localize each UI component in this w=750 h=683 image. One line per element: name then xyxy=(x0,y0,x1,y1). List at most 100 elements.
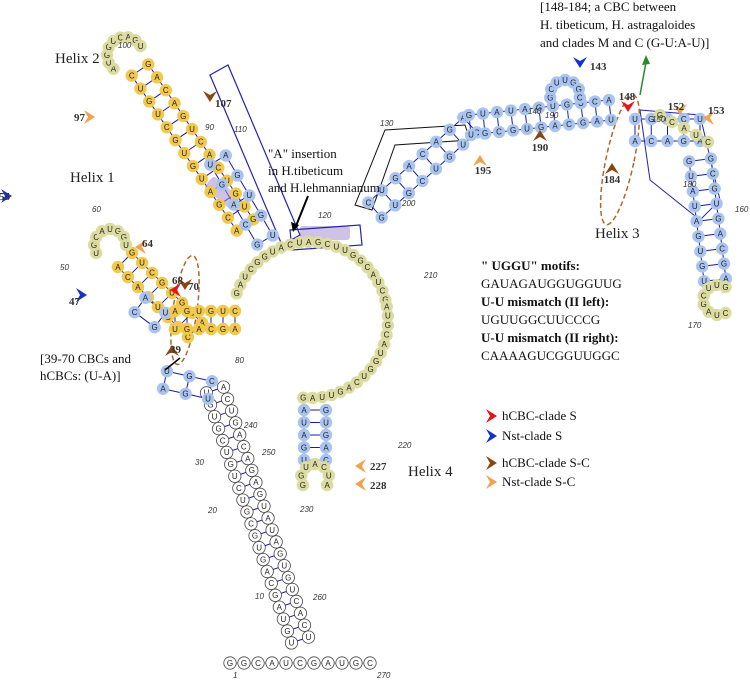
nucleotide: C xyxy=(204,322,218,336)
svg-text:A: A xyxy=(172,307,178,316)
svg-text:C: C xyxy=(93,233,99,242)
nucleotide: G xyxy=(311,236,325,249)
nucleotide: C xyxy=(251,656,265,670)
nucleotide: U xyxy=(207,410,222,424)
svg-text:G: G xyxy=(323,431,329,440)
nucleotide: G xyxy=(180,322,194,336)
nucleotide: G xyxy=(381,319,395,332)
svg-text:U: U xyxy=(329,391,335,400)
svg-text:G: G xyxy=(104,51,110,60)
svg-text:A: A xyxy=(606,96,612,105)
nucleotide: G xyxy=(389,172,402,185)
motif-1-seq: GAUAGAUGGUGGUUG xyxy=(481,276,622,291)
svg-text:C: C xyxy=(681,115,687,124)
nucleotide: U xyxy=(216,304,230,318)
nucleotide: A xyxy=(272,600,286,614)
svg-text:C: C xyxy=(243,220,249,229)
nucleotide: U xyxy=(319,416,333,429)
nucleotide: G xyxy=(349,656,363,670)
svg-text:U: U xyxy=(232,472,238,481)
svg-text:U: U xyxy=(138,84,144,93)
nucleotide: A xyxy=(111,260,125,274)
svg-text:G: G xyxy=(406,189,412,198)
nucleotide: C xyxy=(706,167,719,180)
svg-text:A: A xyxy=(245,454,251,463)
svg-text:G: G xyxy=(182,390,188,399)
insertion-note-line-2: in H.tibeticum xyxy=(268,163,343,178)
legend-arrow xyxy=(486,429,497,443)
nucleotide: G xyxy=(717,257,731,270)
marker-184 xyxy=(605,163,619,174)
nucleotide: A xyxy=(319,441,333,454)
nucleotide: A xyxy=(380,300,394,313)
nucleotide: G xyxy=(231,169,244,182)
svg-text:C: C xyxy=(209,377,215,386)
svg-text:G: G xyxy=(234,171,240,180)
svg-text:G: G xyxy=(510,126,516,135)
nucleotide: G xyxy=(443,150,456,163)
svg-text:A: A xyxy=(238,281,244,290)
nucleotide: U xyxy=(688,200,701,213)
svg-text:G: G xyxy=(262,252,268,261)
svg-text:G: G xyxy=(146,97,152,106)
nucleotide: U xyxy=(135,256,149,270)
svg-text:U: U xyxy=(207,160,213,169)
svg-text:U: U xyxy=(480,109,486,118)
marker-68 xyxy=(170,283,181,297)
svg-text:G: G xyxy=(208,307,214,316)
svg-text:U: U xyxy=(508,106,514,115)
nucleotide: G xyxy=(682,155,696,168)
svg-text:A: A xyxy=(594,117,600,126)
svg-text:C: C xyxy=(323,456,329,465)
svg-text:A: A xyxy=(273,538,279,547)
svg-text:U: U xyxy=(323,418,329,427)
marker-label: 97 xyxy=(74,112,86,124)
svg-text:G: G xyxy=(580,119,586,128)
svg-text:U: U xyxy=(224,176,230,185)
marker-label: 39 xyxy=(170,344,182,356)
marker-39 xyxy=(165,345,179,356)
svg-text:U: U xyxy=(706,284,712,293)
nucleotide: G xyxy=(297,441,311,454)
marker-label: 47 xyxy=(69,296,81,308)
svg-text:U: U xyxy=(714,311,720,320)
nucleotide: G xyxy=(254,209,268,222)
nucleotide: G xyxy=(443,123,456,136)
svg-text:G: G xyxy=(379,213,385,222)
marker-190 xyxy=(533,130,547,141)
marker-label: 152 xyxy=(668,101,685,113)
svg-text:U: U xyxy=(106,58,112,67)
nucleotide: G xyxy=(180,304,194,318)
variant-markers xyxy=(1,57,714,491)
nucleotide: A xyxy=(714,227,727,240)
svg-text:G: G xyxy=(353,659,359,668)
position-number: 130 xyxy=(380,119,394,128)
position-number: 110 xyxy=(234,125,247,134)
svg-text:G: G xyxy=(216,424,222,433)
nucleotide: G xyxy=(251,238,264,251)
svg-text:C: C xyxy=(723,309,729,318)
nucleotide: A xyxy=(265,656,279,670)
nucleotide: G xyxy=(532,101,546,114)
svg-text:U: U xyxy=(562,76,568,85)
svg-text:A: A xyxy=(221,383,227,392)
svg-text:C: C xyxy=(132,308,138,317)
marker-55 xyxy=(1,189,12,203)
motif-1-title: " UGGU" motifs: xyxy=(481,258,580,273)
svg-text:A: A xyxy=(382,340,388,349)
nucleotide: G xyxy=(402,186,416,200)
nucleotide: G xyxy=(237,656,251,670)
svg-text:C: C xyxy=(293,597,299,606)
svg-text:U: U xyxy=(697,247,703,256)
svg-text:C: C xyxy=(384,331,390,340)
nucleotide: G xyxy=(576,116,590,130)
nucleotide: U xyxy=(429,162,443,176)
legend-arrow xyxy=(486,475,497,489)
svg-text:G: G xyxy=(190,162,196,171)
nucleotide: G xyxy=(677,134,690,148)
svg-text:C: C xyxy=(379,287,385,296)
svg-text:C: C xyxy=(669,118,675,127)
nucleotide: A xyxy=(518,102,532,116)
nucleotide: G xyxy=(215,178,229,191)
